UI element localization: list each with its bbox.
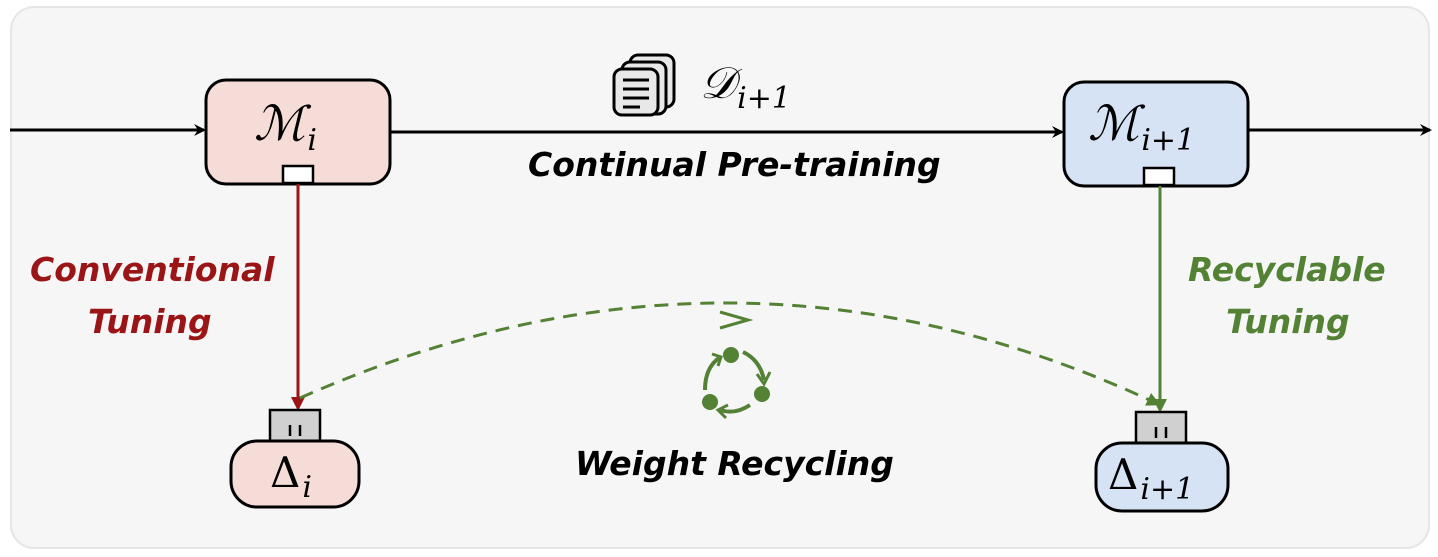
- delta-next-box: [1094, 441, 1230, 513]
- delta-next-label: Δi+1: [1108, 450, 1195, 507]
- recyclable-tuning-label-line2: Tuning: [1226, 302, 1350, 341]
- model-next-label: ℳi+1: [1088, 96, 1196, 158]
- recycle-icon: [702, 347, 772, 420]
- weight-recycling-arc: [299, 301, 1161, 406]
- arc-mid-arrowhead: [719, 310, 754, 330]
- delta-i-label: Δi: [270, 448, 312, 505]
- model-next-port: [1142, 166, 1176, 187]
- delta-i-connector: [268, 408, 322, 444]
- delta-next-connector: [1134, 410, 1188, 446]
- conventional-tuning-label-line2: Tuning: [88, 302, 212, 341]
- weight-recycling-label: Weight Recycling: [575, 444, 894, 483]
- continual-pretraining-label: Continual Pre-training: [528, 145, 941, 184]
- dataset-label: 𝒟i+1: [700, 58, 791, 116]
- model-i-port: [281, 164, 315, 185]
- document-stack-icon: [612, 53, 676, 117]
- conventional-tuning-label-line1: Conventional: [30, 250, 275, 289]
- delta-i-box: [229, 439, 361, 509]
- recyclable-tuning-label-line1: Recyclable: [1188, 250, 1386, 289]
- model-i-label: ℳi: [254, 96, 317, 158]
